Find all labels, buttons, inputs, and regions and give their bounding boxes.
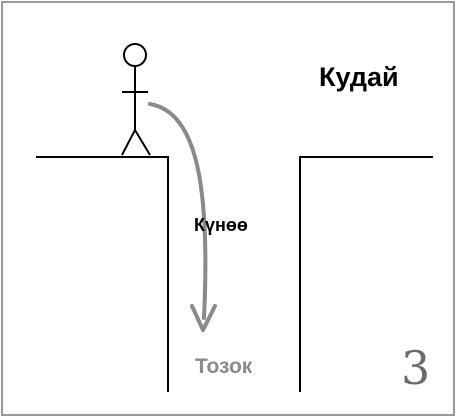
god-label: Кудай	[319, 62, 399, 92]
left-cliff	[36, 156, 169, 392]
hell-label: Тозок	[195, 355, 253, 378]
right-cliff	[299, 156, 433, 392]
stick-figure-icon	[121, 43, 151, 156]
curved-arrow-down-icon	[148, 102, 217, 332]
slide-number: 3	[401, 341, 431, 395]
sin-label: Күнөө	[194, 215, 248, 235]
